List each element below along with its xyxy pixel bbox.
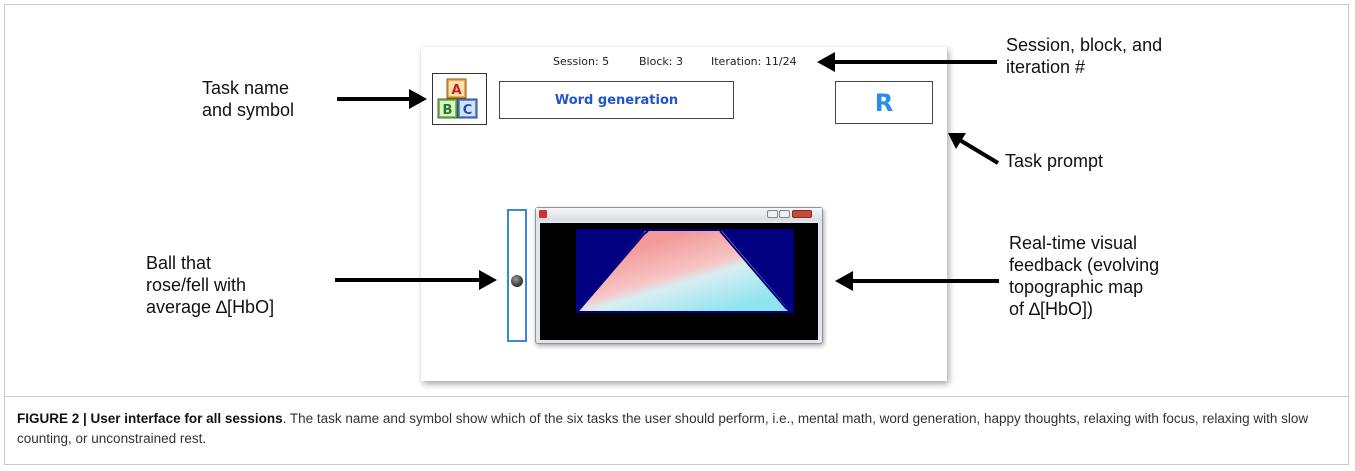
figure-label: FIGURE 2 | User interface for all sessio… [17,411,283,426]
ball-arrow [335,270,497,290]
feedback-arrow [835,271,999,291]
app-icon [539,210,547,218]
feedback-window [535,207,823,344]
task-name-annotation: Task name and symbol [202,78,295,120]
ball-annotation: Ball that rose/fell with average ∆[HbO] [146,253,275,317]
task-name-arrow [337,89,427,109]
feedback-annotation: Real-time visual feedback (evolving topo… [1009,233,1160,319]
session-label: Session: 5 [553,55,610,68]
map-left-edge [577,230,649,312]
ball-icon [511,275,523,287]
close-button[interactable] [792,210,812,218]
iteration-label: Iteration: 11/24 [711,55,797,68]
ui-screenshot: Session: 5 Block: 3 Iteration: 11/24 A B… [421,47,947,381]
caption-text: . The task name and symbol show which of… [17,411,1309,446]
session-annotation: Session, block, and iteration # [1006,35,1163,77]
ball-track [507,209,527,342]
topographic-map-graphic [576,229,794,313]
status-bar: Session: 5 Block: 3 Iteration: 11/24 [553,55,833,71]
task-name-box: Word generation [499,81,734,119]
block-letter-c: C [463,103,473,118]
topographic-map [540,223,818,340]
task-prompt-box: R [835,81,933,124]
maximize-button[interactable] [779,210,790,218]
block-letter-b: B [443,103,453,118]
block-letter-a: A [451,83,461,98]
map-right-edge [719,230,791,312]
task-prompt-annotation: Task prompt [1005,151,1104,171]
session-arrow [817,52,997,72]
abc-blocks-icon: A B C [437,78,478,119]
figure-caption: FIGURE 2 | User interface for all sessio… [17,409,1337,449]
block-label: Block: 3 [639,55,683,68]
feedback-window-titlebar [536,208,822,221]
task-symbol-box: A B C [432,73,487,125]
minimize-button[interactable] [767,210,778,218]
caption-divider [4,396,1349,397]
task-prompt-arrow [948,133,1000,165]
